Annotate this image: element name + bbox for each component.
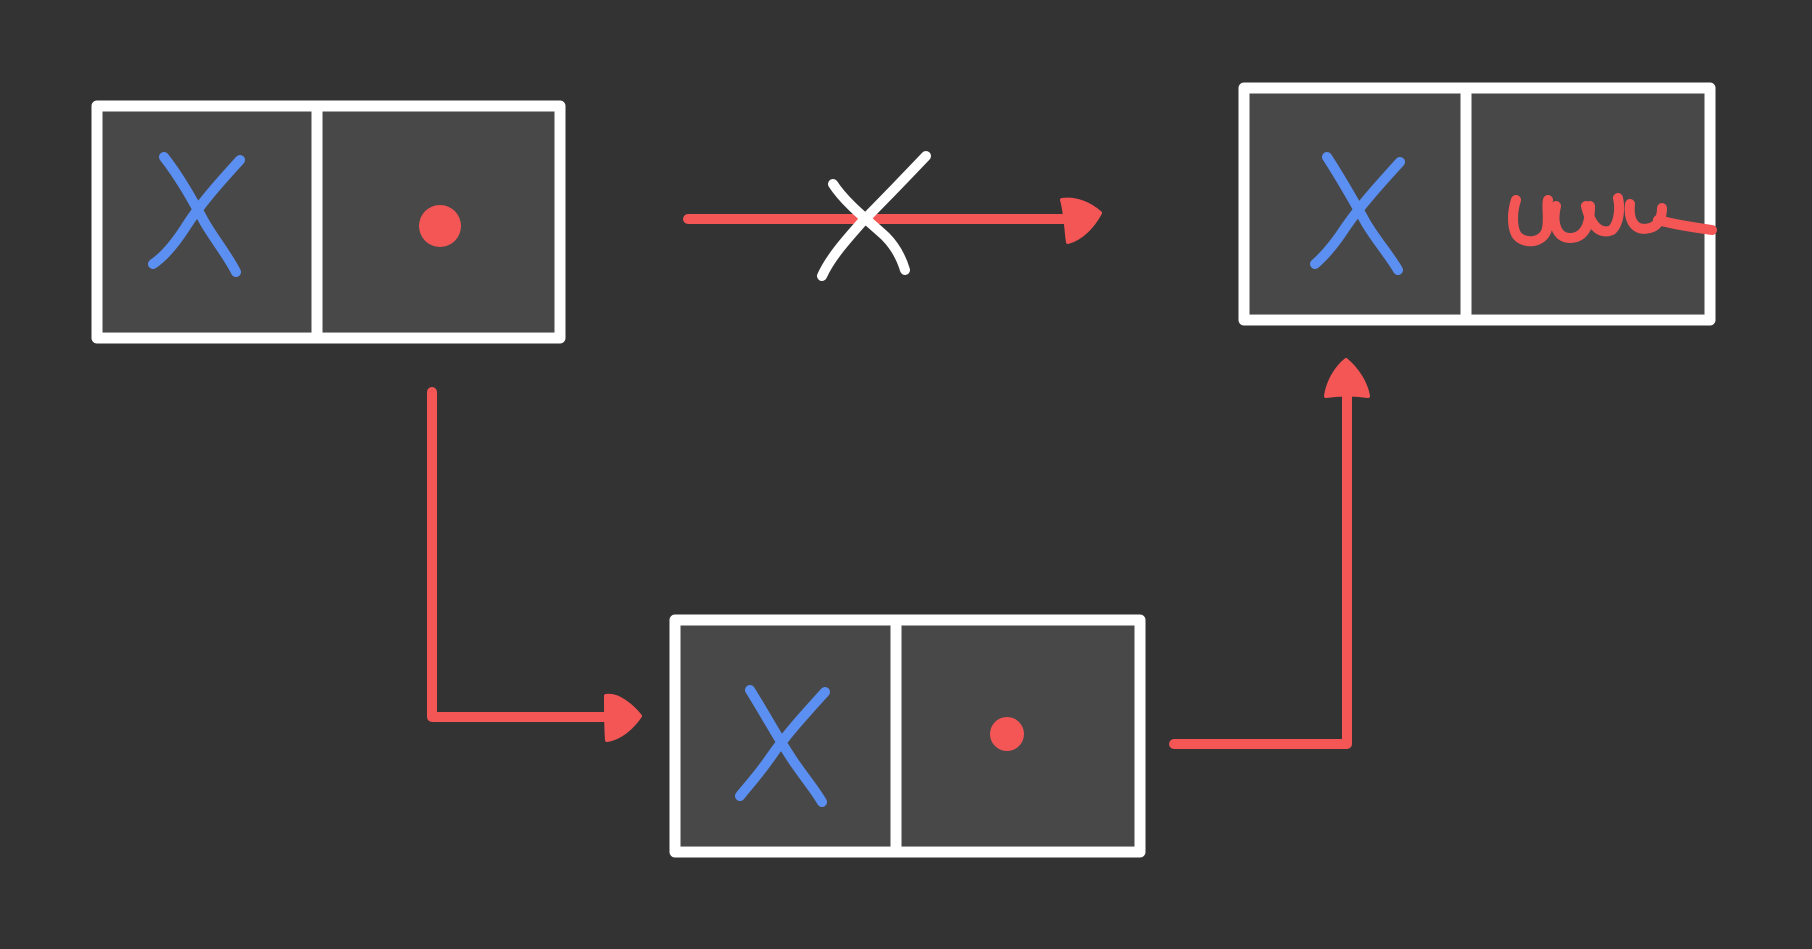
node-b-frame	[669, 614, 1146, 858]
null-scribble-path	[1508, 193, 1717, 247]
node-c-next-cell	[1466, 88, 1710, 314]
link-a-to-b-arrowhead	[604, 693, 642, 742]
null-scribble	[1508, 193, 1717, 247]
cross-icon	[817, 151, 931, 281]
x-icon	[1310, 152, 1405, 275]
link-b-to-c	[1169, 358, 1370, 749]
node-c	[1238, 82, 1717, 326]
removed-link-arrowhead	[1060, 197, 1102, 244]
link-a-to-b-line	[427, 387, 613, 722]
link-b-to-c-line	[1169, 385, 1352, 749]
node-b	[669, 614, 1146, 858]
node-c-frame	[1238, 82, 1716, 326]
dot-icon	[990, 717, 1024, 751]
x-icon	[148, 152, 245, 277]
dot-icon	[419, 205, 461, 247]
link-b-to-c-arrowhead	[1324, 358, 1370, 398]
x-icon	[735, 685, 830, 807]
removed-link	[683, 151, 1102, 281]
link-a-to-b	[427, 387, 642, 742]
node-a-frame	[91, 100, 566, 344]
node-a	[91, 100, 566, 344]
